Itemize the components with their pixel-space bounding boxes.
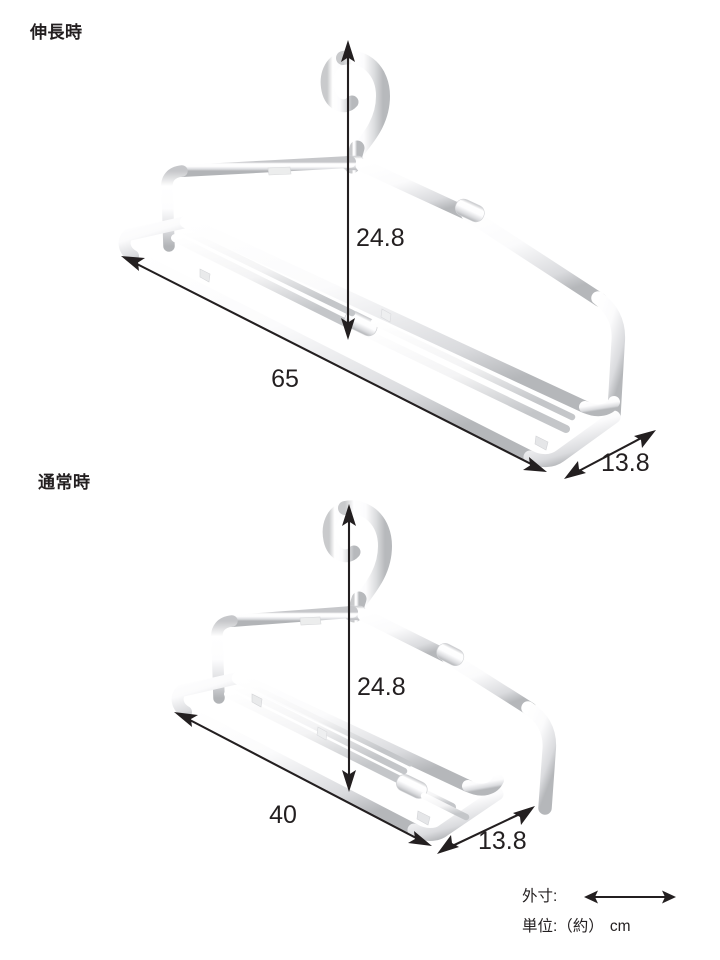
dimension-value-depth-normal: 13.8	[478, 827, 527, 855]
hanger-body-normal	[171, 500, 557, 841]
dimension-extended-width: 65	[121, 256, 547, 472]
dimension-value-height-normal: 24.8	[357, 673, 406, 701]
dimension-value-height-extended: 24.8	[356, 224, 405, 252]
section-label-normal: 通常時	[38, 473, 91, 492]
double-headed-arrow-icon	[584, 890, 676, 904]
dimension-normal-depth: 13.8	[437, 806, 535, 855]
product-figure-normal: 24.8 40 13.8	[171, 500, 557, 855]
legend: 外寸: 単位:（約） cm	[522, 882, 712, 942]
dimension-value-width-extended: 65	[271, 365, 299, 393]
legend-row-outer: 外寸:	[522, 882, 712, 912]
hanger-body-extended	[118, 50, 626, 468]
legend-unit-value: cm	[609, 918, 631, 935]
dimension-value-depth-extended: 13.8	[601, 449, 650, 477]
legend-row-unit: 単位:（約） cm	[522, 912, 712, 942]
dimension-extended-depth: 13.8	[564, 430, 656, 479]
dimension-value-width-normal: 40	[269, 801, 297, 829]
dimension-extended-height: 24.8	[341, 40, 405, 340]
legend-outer-label: 外寸:	[522, 888, 558, 905]
dimension-normal-width: 40	[174, 712, 432, 846]
dimension-normal-height: 24.8	[342, 504, 406, 792]
legend-unit-label: 単位:（約）	[522, 918, 604, 935]
product-figure-extended: 24.8 65 13.8	[118, 40, 656, 479]
section-label-extended: 伸長時	[30, 23, 83, 42]
